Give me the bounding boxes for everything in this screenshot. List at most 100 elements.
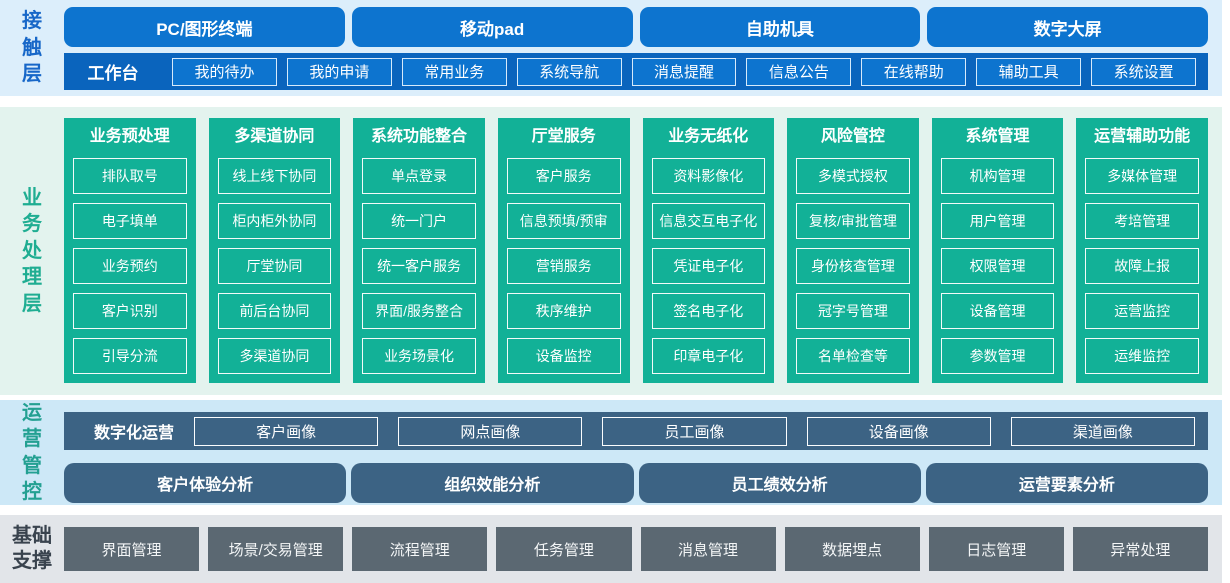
column-title: 厅堂服务 (531, 128, 596, 145)
portrait-item-device[interactable]: 设备画像 (806, 416, 991, 446)
foundation-item-scene-txn-mgmt[interactable]: 场景/交易管理 (208, 527, 344, 571)
operations-layer: 运营管控 数字化运营 客户画像 网点画像 员工画像 设备画像 渠道画像 客户体验… (0, 400, 1222, 505)
analysis-row: 客户体验分析 组织效能分析 员工绩效分析 运营要素分析 (64, 463, 1208, 503)
workbench-item-notifications[interactable]: 消息提醒 (631, 57, 737, 86)
contact-layer-label: 接触层 (22, 10, 42, 86)
business-column-multichannel: 多渠道协同 线上线下协同 柜内柜外协同 厅堂协同 前后台协同 多渠道协同 (208, 118, 341, 383)
column-item[interactable]: 客户服务 (506, 158, 621, 194)
column-item[interactable]: 业务预约 (73, 248, 187, 284)
workbench-item-tools[interactable]: 辅助工具 (976, 57, 1082, 86)
operations-content: 数字化运营 客户画像 网点画像 员工画像 设备画像 渠道画像 客户体验分析 组织… (64, 400, 1222, 505)
column-item[interactable]: 复核/审批管理 (796, 203, 910, 239)
workbench-item-navigation[interactable]: 系统导航 (516, 57, 622, 86)
column-item[interactable]: 多渠道协同 (217, 338, 332, 374)
column-item[interactable]: 运营监控 (1085, 293, 1199, 329)
column-item[interactable]: 秩序维护 (506, 293, 621, 329)
analysis-item-employee-performance[interactable]: 员工绩效分析 (638, 463, 921, 503)
portrait-item-employee[interactable]: 员工画像 (602, 416, 787, 446)
workbench-item-announcements[interactable]: 信息公告 (746, 57, 852, 86)
business-column-integration: 系统功能整合 单点登录 统一门户 统一客户服务 界面/服务整合 业务场景化 (353, 118, 485, 383)
column-item[interactable]: 客户识别 (73, 293, 187, 329)
business-layer-label: 业务处理层 (22, 187, 42, 315)
workbench-item-applications[interactable]: 我的申请 (286, 57, 392, 86)
column-item[interactable]: 多媒体管理 (1085, 158, 1199, 194)
column-item[interactable]: 权限管理 (940, 248, 1055, 284)
operations-layer-label: 运营管控 (22, 401, 42, 503)
workbench-item-help[interactable]: 在线帮助 (861, 57, 967, 86)
workbench-item-common[interactable]: 常用业务 (401, 57, 507, 86)
operations-layer-label-wrap: 运营管控 (0, 400, 64, 505)
column-item[interactable]: 单点登录 (362, 158, 476, 194)
column-title: 业务预处理 (89, 128, 170, 145)
contact-layer-label-wrap: 接触层 (0, 0, 64, 96)
terminal-button-bigscreen[interactable]: 数字大屏 (927, 7, 1208, 47)
column-item[interactable]: 厅堂协同 (217, 248, 332, 284)
analysis-item-operation-factors[interactable]: 运营要素分析 (925, 463, 1208, 503)
column-item[interactable]: 凭证电子化 (651, 248, 766, 284)
foundation-item-log-mgmt[interactable]: 日志管理 (928, 527, 1064, 571)
column-item[interactable]: 信息交互电子化 (651, 203, 766, 239)
column-item[interactable]: 线上线下协同 (217, 158, 332, 194)
column-title: 风险管控 (820, 128, 885, 145)
column-item[interactable]: 前后台协同 (217, 293, 332, 329)
business-column-paperless: 业务无纸化 资料影像化 信息交互电子化 凭证电子化 签名电子化 印章电子化 (642, 118, 775, 383)
column-item[interactable]: 冠字号管理 (796, 293, 910, 329)
column-item[interactable]: 运维监控 (1085, 338, 1199, 374)
terminal-button-pad[interactable]: 移动pad (351, 7, 633, 47)
contact-layer: 接触层 PC/图形终端 移动pad 自助机具 数字大屏 工作台 我的待办 我的申… (0, 0, 1222, 96)
column-item[interactable]: 身份核查管理 (796, 248, 910, 284)
digital-operations-bar: 数字化运营 客户画像 网点画像 员工画像 设备画像 渠道画像 (64, 412, 1208, 450)
business-column-preprocess: 业务预处理 排队取号 电子填单 业务预约 客户识别 引导分流 (64, 118, 196, 383)
column-item[interactable]: 印章电子化 (651, 338, 766, 374)
business-column-ops-aux: 运营辅助功能 多媒体管理 考培管理 故障上报 运营监控 运维监控 (1076, 118, 1208, 383)
workbench-item-settings[interactable]: 系统设置 (1091, 57, 1197, 86)
foundation-item-process-mgmt[interactable]: 流程管理 (352, 527, 488, 571)
column-item[interactable]: 设备管理 (940, 293, 1055, 329)
column-item[interactable]: 信息预填/预审 (506, 203, 621, 239)
portrait-item-customer[interactable]: 客户画像 (194, 416, 379, 446)
column-item[interactable]: 机构管理 (940, 158, 1055, 194)
column-item[interactable]: 引导分流 (73, 338, 187, 374)
business-columns: 业务预处理 排队取号 电子填单 业务预约 客户识别 引导分流 多渠道协同 线上线… (64, 107, 1222, 395)
column-item[interactable]: 设备监控 (506, 338, 621, 374)
column-item[interactable]: 营销服务 (506, 248, 621, 284)
foundation-item-message-mgmt[interactable]: 消息管理 (640, 527, 776, 571)
column-item[interactable]: 签名电子化 (651, 293, 766, 329)
workbench-item-todo[interactable]: 我的待办 (172, 57, 277, 86)
column-item[interactable]: 统一门户 (362, 203, 476, 239)
column-title: 多渠道协同 (234, 128, 315, 145)
column-title: 系统功能整合 (371, 128, 468, 145)
foundation-item-data-tracking[interactable]: 数据埋点 (784, 527, 920, 571)
column-title: 运营辅助功能 (1094, 128, 1191, 145)
foundation-item-exception-handling[interactable]: 异常处理 (1072, 527, 1208, 571)
column-item[interactable]: 业务场景化 (362, 338, 476, 374)
column-item[interactable]: 界面/服务整合 (362, 293, 476, 329)
column-item[interactable]: 参数管理 (940, 338, 1055, 374)
column-title: 业务无纸化 (668, 128, 749, 145)
digital-operations-label: 数字化运营 (94, 425, 175, 442)
foundation-item-ui-mgmt[interactable]: 界面管理 (64, 527, 200, 571)
terminal-button-selfservice[interactable]: 自助机具 (639, 7, 921, 47)
analysis-item-customer-experience[interactable]: 客户体验分析 (64, 463, 347, 503)
foundation-row: 界面管理 场景/交易管理 流程管理 任务管理 消息管理 数据埋点 日志管理 异常… (64, 515, 1222, 583)
terminal-row: PC/图形终端 移动pad 自助机具 数字大屏 (64, 7, 1208, 47)
foundation-item-task-mgmt[interactable]: 任务管理 (496, 527, 632, 571)
column-item[interactable]: 用户管理 (940, 203, 1055, 239)
column-item[interactable]: 考培管理 (1085, 203, 1199, 239)
business-layer-label-wrap: 业务处理层 (0, 107, 64, 395)
column-item[interactable]: 排队取号 (73, 158, 187, 194)
column-item[interactable]: 资料影像化 (651, 158, 766, 194)
column-item[interactable]: 柜内柜外协同 (217, 203, 332, 239)
portrait-item-channel[interactable]: 渠道画像 (1010, 416, 1196, 446)
terminal-button-pc[interactable]: PC/图形终端 (64, 7, 345, 47)
column-item[interactable]: 名单检查等 (796, 338, 910, 374)
workbench-label: 工作台 (87, 64, 139, 83)
column-item[interactable]: 故障上报 (1085, 248, 1199, 284)
analysis-item-org-efficiency[interactable]: 组织效能分析 (351, 463, 634, 503)
column-item[interactable]: 统一客户服务 (362, 248, 476, 284)
business-column-risk: 风险管控 多模式授权 复核/审批管理 身份核查管理 冠字号管理 名单检查等 (787, 118, 919, 383)
portrait-item-branch[interactable]: 网点画像 (398, 416, 583, 446)
column-item[interactable]: 多模式授权 (796, 158, 910, 194)
column-item[interactable]: 电子填单 (73, 203, 187, 239)
